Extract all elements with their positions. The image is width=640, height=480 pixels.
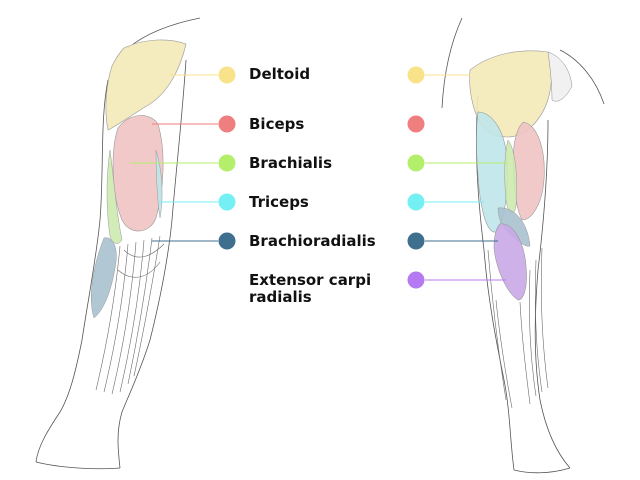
front-forearm-fibers [95,235,165,395]
back-deltoid-cap [547,51,573,102]
back-biceps-muscle [512,121,545,221]
marker-left-deltoid [218,66,236,84]
marker-right-deltoid [407,66,425,84]
front-biceps-muscle [112,115,164,232]
marker-right-biceps [407,115,425,133]
back-extensor-carpi-radialis-muscle [493,223,527,301]
marker-right-brachioradialis [407,232,425,250]
legend-markers [218,66,425,289]
legend-leader-lines [130,74,508,281]
marker-right-extensor [407,271,425,289]
label-biceps: Biceps [249,115,305,133]
label-extensor-line1: Extensor carpi [249,271,372,289]
marker-right-triceps [407,193,425,211]
label-brachialis: Brachialis [249,154,332,172]
marker-left-brachialis [218,154,236,172]
marker-left-triceps [218,193,236,211]
label-deltoid: Deltoid [249,65,311,83]
label-extensor-line2: radialis [249,288,312,306]
marker-right-brachialis [407,154,425,172]
marker-left-biceps [218,115,236,133]
front-brachioradialis-muscle [90,237,117,319]
label-extensor-carpi-radialis: Extensor carpi radialis [249,272,371,306]
marker-left-brachioradialis [218,232,236,250]
front-triceps-muscle [155,149,163,219]
front-arm-illustration [35,17,201,470]
front-deltoid-muscle [105,39,187,131]
back-forearm-fibers [487,247,549,409]
label-triceps: Triceps [249,193,309,211]
label-brachioradialis: Brachioradialis [249,232,376,250]
front-brachialis-muscle [106,149,123,244]
